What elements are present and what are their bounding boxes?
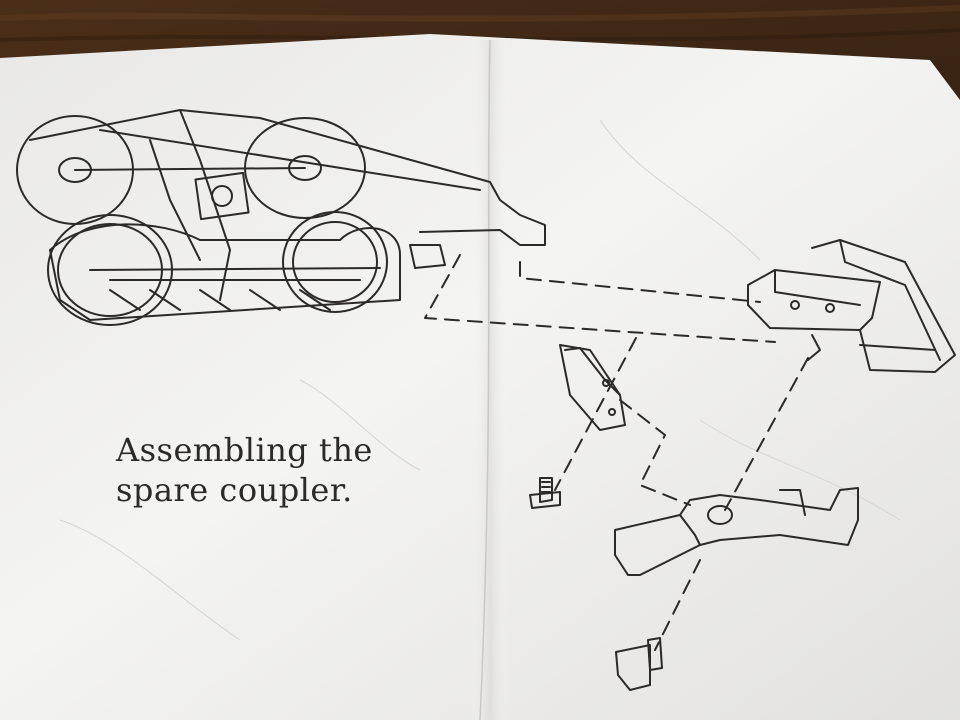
coupler-box-part: [747, 239, 956, 373]
truck-illustration: [16, 109, 546, 326]
assembly-guides: [424, 254, 809, 651]
coupler-spring-part: [559, 344, 626, 431]
instruction-caption: Assembling the spare coupler.: [116, 430, 436, 510]
paper-wrinkles: [59, 119, 901, 641]
paper-fold: [470, 40, 510, 720]
coupler-knuckle-part: [614, 487, 859, 576]
caption-line-1: Assembling the: [116, 431, 373, 469]
fold-crease: [479, 39, 491, 720]
coupler-pin-part: [615, 637, 663, 691]
caption-line-2: spare coupler.: [116, 471, 353, 509]
screw-part: [529, 477, 561, 509]
front-right-wheel: [282, 211, 388, 313]
front-left-wheel: [47, 214, 173, 326]
